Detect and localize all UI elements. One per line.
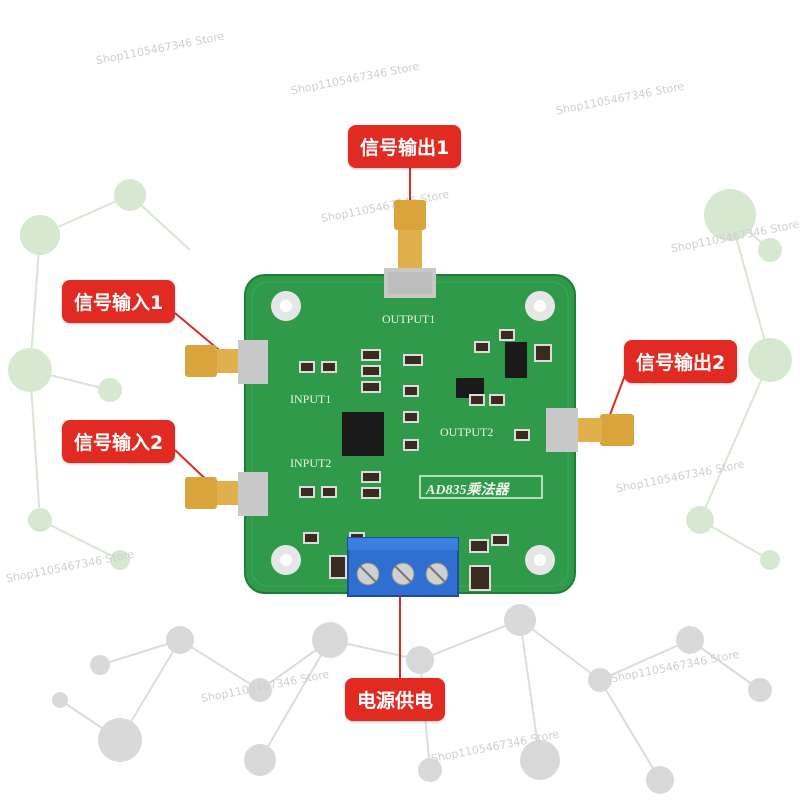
callout-power: 电源供电 xyxy=(345,678,446,721)
terminal-block xyxy=(347,537,459,597)
callout-output2: 信号输出2 xyxy=(624,340,738,383)
chip-label-box xyxy=(419,475,543,499)
callout-input1: 信号输入1 xyxy=(62,280,176,323)
callout-input2: 信号输入2 xyxy=(62,420,176,463)
callout-output1: 信号输出1 xyxy=(348,125,462,168)
silk-input2: INPUT2 xyxy=(290,456,332,470)
sma-connector-output2 xyxy=(546,408,634,452)
mounting-holes xyxy=(271,291,555,575)
silk-input1: INPUT1 xyxy=(290,392,332,406)
ic-ad835 xyxy=(342,342,527,456)
sma-connector-output1 xyxy=(384,200,436,298)
sma-connector-input2 xyxy=(185,472,268,516)
silk-output2: OUTPUT2 xyxy=(440,425,494,439)
silk-output1: OUTPUT1 xyxy=(382,312,436,326)
sma-connector-input1 xyxy=(185,340,268,384)
chip-label: AD835乘法器 xyxy=(426,483,509,498)
smd-components xyxy=(299,329,552,591)
